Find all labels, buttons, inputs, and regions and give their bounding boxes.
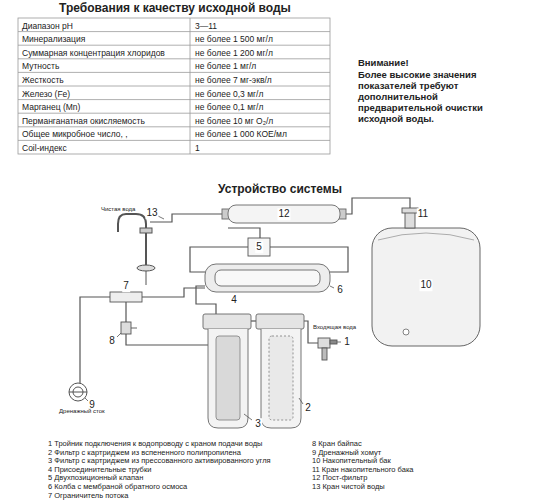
prefilter-housings <box>203 314 304 428</box>
table-cell: Общее микробное число, , <box>22 130 128 140</box>
table-cell: не более 0,3 мг/л <box>195 90 263 100</box>
callout-number: 2 <box>304 402 312 414</box>
table-cell: Coil-индекс <box>22 144 67 154</box>
callout-number: 12 <box>277 208 290 220</box>
table-cell: не более 0,1 мг/л <box>195 103 263 113</box>
table-cell: 1 <box>195 144 200 154</box>
table-cell: не более 1 мг/л <box>195 62 256 72</box>
legend-item: 11 Кран накопительного бака <box>312 466 414 475</box>
table-cell: не более 1 000 КОЕ/мл <box>195 130 287 140</box>
note-heading: Внимание! <box>358 58 409 69</box>
table-cell: Диапазон pH <box>22 22 73 32</box>
legend-item: 2 Фильтр с картриджем из вспененного пол… <box>48 449 241 458</box>
callout-number: 6 <box>336 284 344 296</box>
table-cell: не более 10 мг O₂/л <box>195 117 273 127</box>
flow-label: Входящая вода <box>312 324 357 331</box>
bypass-valve <box>121 322 137 334</box>
legend-item: 13 Кран чистой воды <box>312 483 385 492</box>
storage-tank <box>372 228 480 346</box>
legend-item: 12 Пост-фильтр <box>312 474 367 483</box>
callout-number: 5 <box>255 241 263 253</box>
leader-line <box>244 414 252 420</box>
legend-item: 6 Колба с мембраной обратного осмоса <box>48 483 187 492</box>
table-cell: Минерализация <box>22 35 85 45</box>
clean-water-faucet <box>118 214 155 285</box>
flow-restrictor <box>110 292 142 302</box>
table-cell: Жесткость <box>22 76 64 86</box>
drain-clamp <box>69 383 87 401</box>
flow-label: Дренажный сток <box>58 408 106 415</box>
legend-item: 1 Тройник подключения к водопроводу с кр… <box>48 440 263 449</box>
legend-item: 3 Фильтр с картриджем из прессованного а… <box>48 457 271 466</box>
requirements-table <box>18 18 330 154</box>
leader-line <box>299 398 303 404</box>
tank-valve <box>402 208 418 228</box>
leader-line <box>337 342 341 343</box>
callout-number: 1 <box>343 336 351 348</box>
inlet-tee <box>318 338 337 360</box>
table-cell: Суммарная концентрация хлоридов <box>22 49 165 59</box>
callout-number: 7 <box>122 280 130 292</box>
table-cell: не более 7 мг-экв/л <box>195 76 272 86</box>
leader-line <box>330 286 334 288</box>
two-way-valve <box>248 238 270 256</box>
table-cell: Железо (Fe) <box>22 90 70 100</box>
legend-item: 10 Накопительный бак <box>312 457 391 466</box>
section-heading: Устройство системы <box>218 183 342 197</box>
leader-line <box>117 333 121 337</box>
table-cell: Перманганатная окисляемость <box>22 117 145 127</box>
page-title: Требования к качеству исходной воды <box>59 2 291 16</box>
legend-item: 4 Присоединительные трубки <box>48 466 151 475</box>
membrane-housing <box>205 264 330 292</box>
table-cell: Марганец (Mn) <box>22 103 80 113</box>
callout-number: 8 <box>108 335 116 347</box>
callout-number: 4 <box>230 294 238 306</box>
table-cell: не более 1 500 мг/л <box>195 35 273 45</box>
callout-number: 11 <box>417 208 429 220</box>
post-filter <box>222 205 346 223</box>
legend-item: 7 Ограничитель потока <box>48 492 128 501</box>
table-cell: 3—11 <box>195 22 217 32</box>
callout-number: 3 <box>254 418 262 430</box>
note-text: Более высокие значения показателей требу… <box>358 70 508 125</box>
callout-number: 10 <box>419 279 432 291</box>
legend-item: 8 Кран байпас <box>312 440 362 449</box>
flow-label: Чистая вода <box>100 206 136 213</box>
table-cell: не более 1 200 мг/л <box>195 49 273 59</box>
table-cell: Мутность <box>22 62 59 72</box>
legend-item: 5 Двухпозиционный клапан <box>48 474 143 483</box>
legend-item: 9 Дренажный хомут <box>312 449 381 458</box>
callout-number: 13 <box>145 207 158 219</box>
